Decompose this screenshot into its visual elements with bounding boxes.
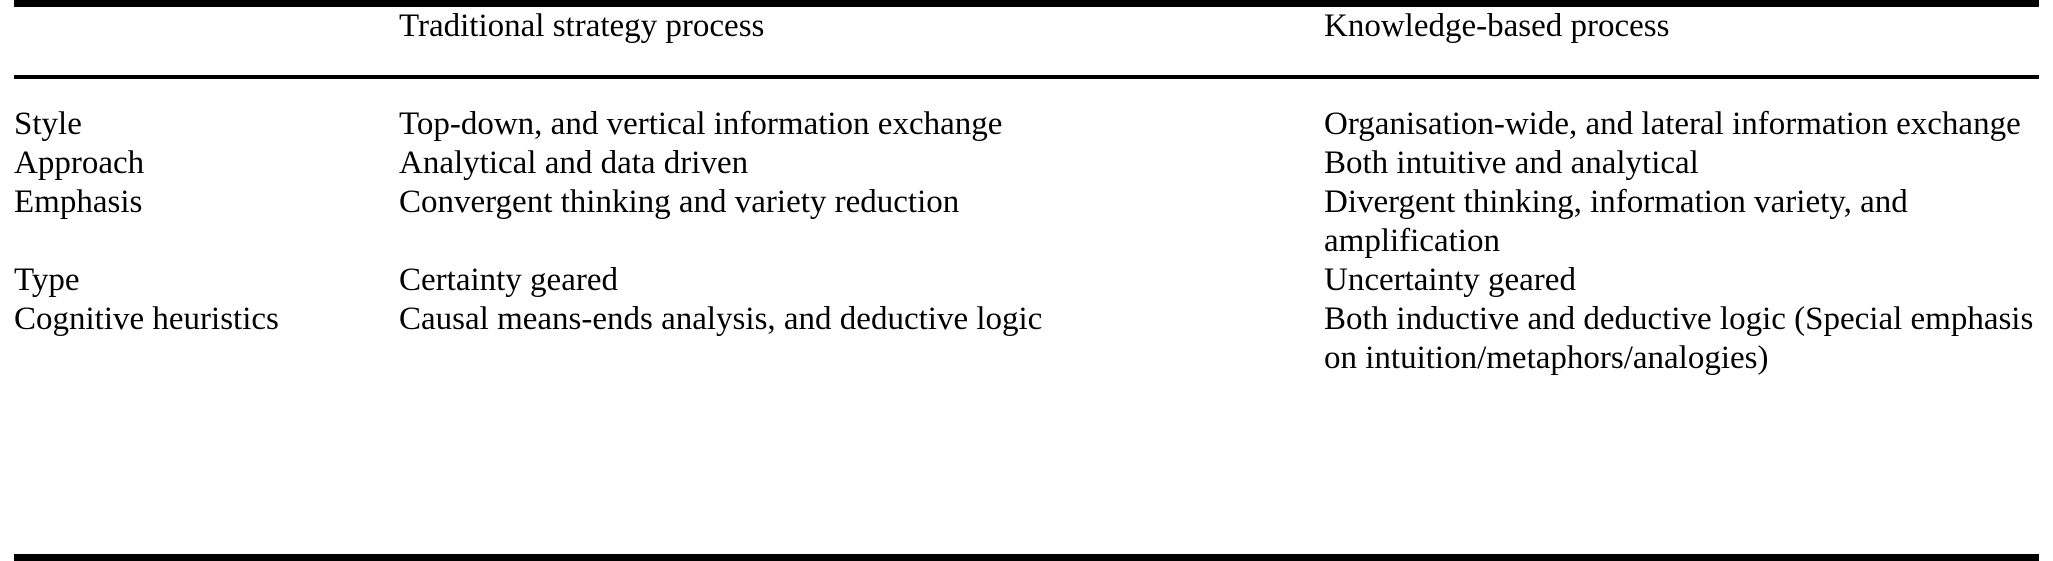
row-knowledge-value: Both inductive and deductive logic (Spec… bbox=[1324, 300, 2034, 376]
table-bottom-rule bbox=[14, 554, 2039, 561]
column-header-traditional: Traditional strategy process bbox=[399, 8, 765, 44]
table-row: Cognitive heuristics Causal means-ends a… bbox=[14, 300, 2039, 378]
table-row: Style Top-down, and vertical information… bbox=[14, 79, 2039, 144]
table-row: Type Certainty geared Uncertainty geared bbox=[14, 261, 2039, 300]
row-traditional-value: Certainty geared bbox=[399, 261, 618, 298]
row-traditional-value: Causal means-ends analysis, and deductiv… bbox=[399, 300, 1043, 337]
table-header-row: Traditional strategy process Knowledge-b… bbox=[14, 7, 2039, 75]
row-knowledge-value: Divergent thinking, information variety,… bbox=[1324, 183, 1908, 259]
column-header-knowledge: Knowledge-based process bbox=[1324, 8, 1670, 44]
table-row: Approach Analytical and data driven Both… bbox=[14, 144, 2039, 183]
table-header: Traditional strategy process Knowledge-b… bbox=[14, 7, 2039, 75]
row-knowledge-value: Both intuitive and analytical bbox=[1324, 144, 1699, 181]
column-header-attribute bbox=[14, 7, 399, 75]
row-label: Type bbox=[14, 261, 80, 298]
table-top-rule bbox=[14, 0, 2039, 7]
row-knowledge-value: Uncertainty geared bbox=[1324, 261, 1576, 298]
table-body: Style Top-down, and vertical information… bbox=[14, 79, 2039, 378]
comparison-table: Traditional strategy process Knowledge-b… bbox=[14, 7, 2039, 75]
row-traditional-value: Convergent thinking and variety reductio… bbox=[399, 183, 960, 220]
row-label: Cognitive heuristics bbox=[14, 300, 279, 337]
row-knowledge-value: Organisation-wide, and lateral informati… bbox=[1324, 106, 2021, 142]
comparison-table-body: Style Top-down, and vertical information… bbox=[14, 79, 2039, 378]
row-traditional-value: Analytical and data driven bbox=[399, 144, 749, 181]
table-bottom-spacer bbox=[14, 378, 2039, 554]
row-label: Approach bbox=[14, 144, 145, 181]
table-header-rule bbox=[14, 75, 2039, 79]
table-row: Emphasis Convergent thinking and variety… bbox=[14, 183, 2039, 261]
row-label: Emphasis bbox=[14, 183, 143, 220]
row-label: Style bbox=[14, 106, 82, 142]
row-traditional-value: Top-down, and vertical information excha… bbox=[399, 106, 1003, 142]
